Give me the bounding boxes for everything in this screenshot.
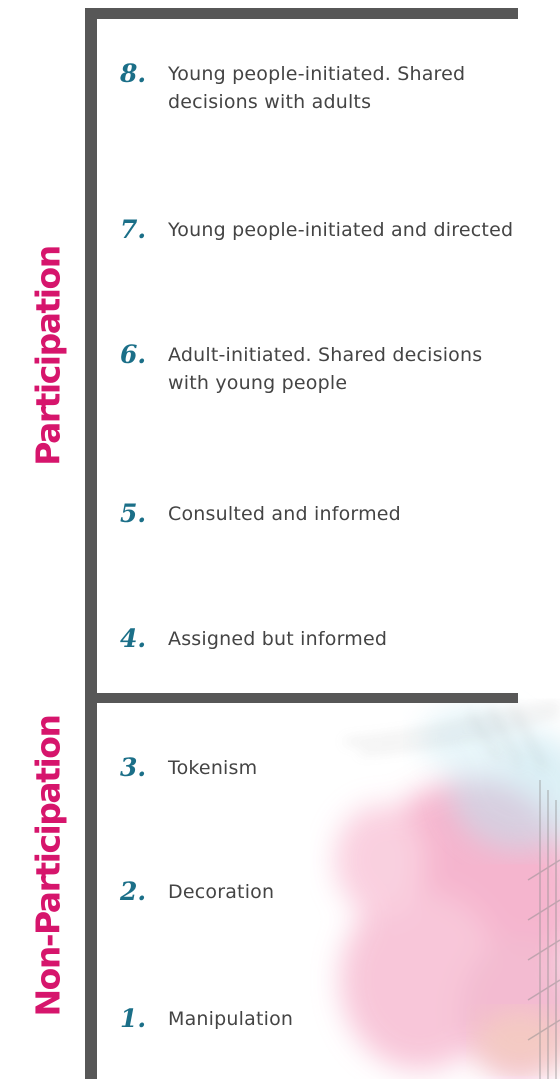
rung-label: Consulted and informed — [168, 503, 401, 525]
rung-label: Young people-initiated. Shared decisions… — [168, 63, 466, 113]
rung-label: Decoration — [168, 881, 275, 903]
ladder-divider-rail — [85, 693, 518, 703]
rung-label: Assigned but informed — [168, 628, 388, 650]
rung-3: 3. Tokenism — [120, 754, 257, 782]
rung-number: 3. — [120, 753, 147, 782]
ladder-top-rail — [85, 8, 518, 19]
rung-5: 5. Consulted and informed — [120, 500, 401, 528]
pink-watercolor-splash — [335, 780, 560, 1079]
rung-number: 1. — [120, 1004, 147, 1033]
rung-number: 5. — [120, 499, 147, 528]
rung-7: 7. Young people-initiated and directed — [120, 216, 513, 244]
pencil-sketch-hatching — [527, 780, 560, 1079]
rung-label: Young people-initiated and directed — [168, 219, 514, 241]
rung-number: 7. — [120, 215, 147, 244]
ladder-upright — [85, 8, 97, 1079]
rung-1: 1. Manipulation — [120, 1005, 293, 1033]
rung-number: 2. — [120, 877, 147, 906]
blue-watercolor-wash — [420, 705, 560, 850]
rung-8: 8. Young people-initiated. Shared decisi… — [120, 60, 518, 116]
rung-number: 4. — [120, 624, 147, 653]
rung-number: 8. — [120, 59, 147, 88]
rung-label: Tokenism — [168, 757, 258, 779]
rung-4: 4. Assigned but informed — [120, 625, 387, 653]
yellow-watercolor-tint — [475, 1010, 560, 1070]
rung-6: 6. Adult-initiated. Shared decisions wit… — [120, 341, 528, 397]
pencil-sketch-lines — [344, 704, 560, 771]
section-label-non-participation: Non-Participation — [28, 715, 68, 1017]
section-label-participation: Participation — [28, 246, 68, 466]
rung-label: Adult-initiated. Shared decisions with y… — [168, 344, 483, 394]
rung-number: 6. — [120, 340, 147, 369]
rung-2: 2. Decoration — [120, 878, 274, 906]
rung-label: Manipulation — [168, 1008, 294, 1030]
